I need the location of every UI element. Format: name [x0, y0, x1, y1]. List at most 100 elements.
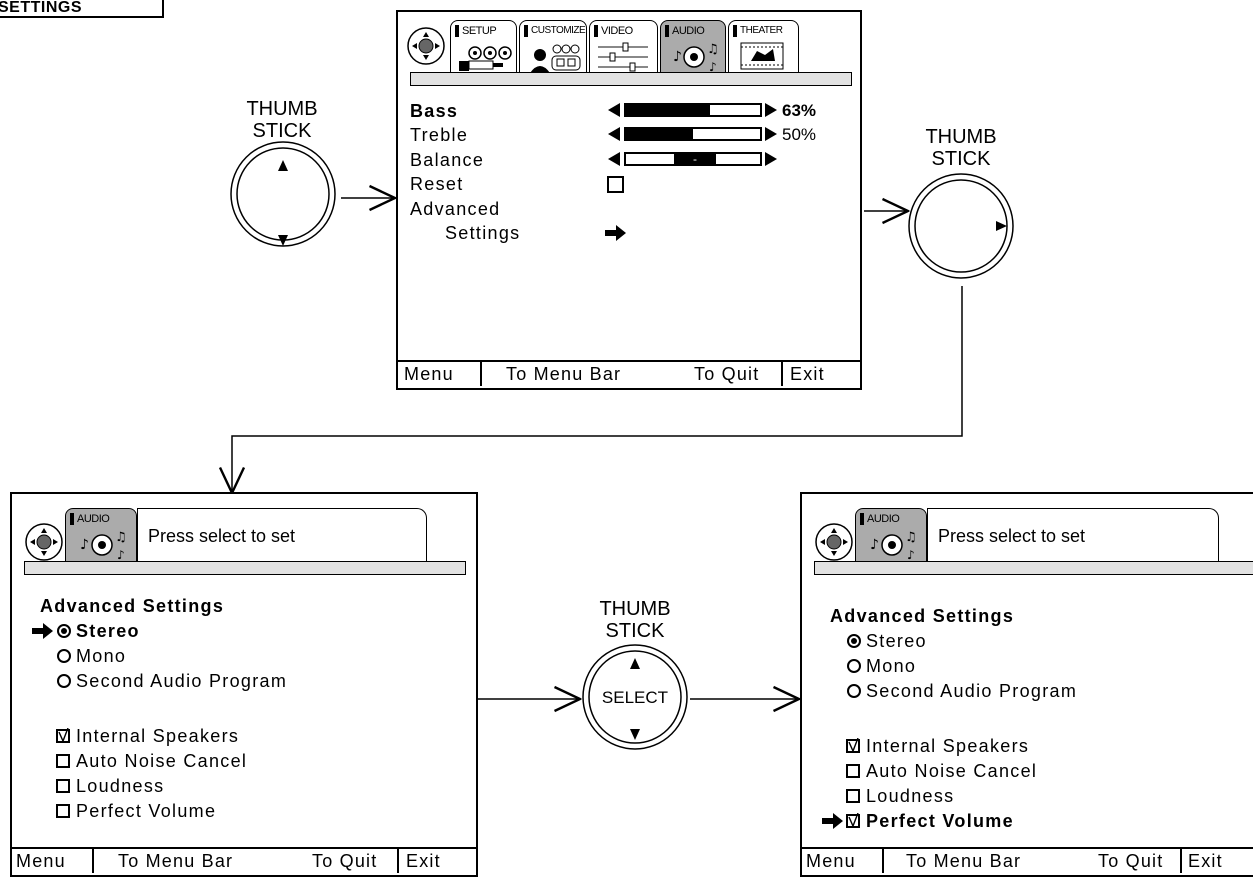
checkbox-label: Perfect Volume	[866, 811, 1014, 831]
balance-marker: -	[674, 153, 716, 165]
bass-slider[interactable]	[624, 103, 762, 117]
radio-option-second-audio-program[interactable]: Second Audio Program	[846, 681, 1077, 701]
audio-menu-screen: SETUP CUSTOMIZE VIDEO AUDIO ♪ ♫	[396, 10, 862, 390]
checkbox-icon	[56, 727, 70, 743]
footer-to-quit[interactable]: To Quit	[694, 364, 760, 384]
tab-customize[interactable]: CUSTOMIZE	[519, 20, 587, 74]
radio-label: Mono	[866, 656, 917, 676]
footer-menu[interactable]: Menu	[16, 851, 66, 871]
svg-text:♫: ♫	[707, 42, 719, 57]
checkbox-option-auto-noise-cancel[interactable]: Auto Noise Cancel	[846, 761, 1037, 781]
settings-label[interactable]: Settings	[445, 223, 521, 243]
bass-label[interactable]: Bass	[410, 101, 459, 121]
balance-slider[interactable]: -	[624, 152, 762, 166]
checkbox-option-perfect-volume[interactable]: Perfect Volume	[56, 801, 216, 821]
footer-divider	[397, 849, 399, 873]
thumb-label-line1: THUMB	[599, 598, 671, 620]
footer-exit[interactable]: Exit	[1188, 851, 1223, 871]
thumbstick-label-1: THUMB STICK	[232, 98, 332, 142]
checkbox-label: Perfect Volume	[76, 801, 217, 821]
audio-disc-icon: ♪ ♫ ♪	[673, 42, 719, 74]
footer-exit[interactable]: Exit	[790, 364, 825, 384]
checkbox-label: Internal Speakers	[866, 736, 1030, 756]
advanced-footer: Menu To Menu Bar To Quit Exit	[802, 847, 1253, 875]
select-label: SELECT	[601, 688, 669, 707]
reset-label[interactable]: Reset	[410, 174, 464, 194]
directional-pad-icon[interactable]	[406, 26, 446, 66]
treble-slider[interactable]	[624, 127, 762, 141]
left-arrow-icon[interactable]	[606, 102, 624, 118]
footer-to-quit[interactable]: To Quit	[1098, 851, 1164, 871]
footer-exit[interactable]: Exit	[406, 851, 441, 871]
left-arrow-icon[interactable]	[606, 126, 624, 142]
advanced-footer: Menu To Menu Bar To Quit Exit	[12, 847, 476, 875]
prompt-box: Press select to set	[137, 508, 427, 562]
checkbox-icon	[846, 737, 860, 753]
footer-divider	[480, 362, 482, 386]
treble-label[interactable]: Treble	[410, 125, 469, 145]
bass-slider-fill	[626, 105, 711, 115]
tab-audio[interactable]: AUDIO ♪ ♫ ♪	[855, 508, 927, 562]
arrow-to-advanced-settings	[232, 286, 963, 493]
tab-video[interactable]: VIDEO	[589, 20, 658, 74]
footer-divider	[882, 849, 884, 873]
checkbox-label: Auto Noise Cancel	[76, 751, 248, 771]
checkbox-option-loudness[interactable]: Loudness	[56, 776, 164, 796]
treble-slider-fill	[626, 129, 693, 139]
footer-to-menu-bar[interactable]: To Menu Bar	[118, 851, 234, 871]
left-arrow-icon[interactable]	[606, 151, 624, 167]
radio-option-stereo[interactable]: Stereo	[56, 621, 140, 641]
svg-text:♪: ♪	[907, 548, 915, 562]
radio-option-mono[interactable]: Mono	[846, 656, 916, 676]
customize-icon	[530, 44, 581, 73]
bass-value: 63%	[782, 101, 817, 120]
tab-audio[interactable]: AUDIO ♪ ♫ ♪	[65, 508, 137, 562]
radio-option-second-audio-program[interactable]: Second Audio Program	[56, 671, 287, 691]
advanced-settings-title: Advanced Settings	[830, 606, 1015, 626]
svg-text:♪: ♪	[80, 537, 89, 553]
tab-theater[interactable]: THEATER	[728, 20, 799, 74]
tab-audio-label: AUDIO	[70, 513, 110, 525]
radio-option-stereo[interactable]: Stereo	[846, 631, 927, 651]
svg-text:♪: ♪	[870, 537, 879, 553]
directional-pad-icon[interactable]	[814, 522, 854, 562]
radio-label: Second Audio Program	[866, 681, 1078, 701]
checkbox-option-loudness[interactable]: Loudness	[846, 786, 954, 806]
tab-theater-label: THEATER	[733, 25, 783, 37]
footer-menu[interactable]: Menu	[806, 851, 856, 871]
svg-text:♪: ♪	[117, 548, 125, 562]
thumbstick-up-down-icon	[230, 141, 336, 247]
checkbox-icon	[56, 754, 70, 768]
checkbox-option-internal-speakers[interactable]: Internal Speakers	[56, 726, 239, 746]
checkbox-option-auto-noise-cancel[interactable]: Auto Noise Cancel	[56, 751, 247, 771]
radio-icon	[57, 624, 71, 638]
checkbox-option-internal-speakers[interactable]: Internal Speakers	[846, 736, 1029, 756]
tab-setup-label: SETUP	[455, 25, 497, 37]
checkbox-icon	[56, 779, 70, 793]
footer-divider	[1180, 849, 1182, 873]
footer-menu[interactable]: Menu	[404, 364, 454, 384]
checkbox-icon	[846, 789, 860, 803]
directional-pad-icon[interactable]	[24, 522, 64, 562]
svg-text:♫: ♫	[905, 530, 917, 545]
tab-setup[interactable]: SETUP	[450, 20, 517, 74]
thumb-label-line1: THUMB	[925, 126, 997, 148]
checkbox-option-perfect-volume[interactable]: Perfect Volume	[846, 811, 1014, 831]
footer-to-menu-bar[interactable]: To Menu Bar	[906, 851, 1022, 871]
checkbox-label: Internal Speakers	[76, 726, 240, 746]
pointer-arrow-icon[interactable]	[605, 224, 627, 242]
audio-disc-icon: ♪ ♫ ♪	[80, 530, 127, 562]
balance-label[interactable]: Balance	[410, 150, 485, 170]
svg-text:♫: ♫	[115, 530, 127, 545]
right-arrow-icon[interactable]	[762, 102, 780, 118]
svg-text:♪: ♪	[673, 49, 682, 65]
radio-option-mono[interactable]: Mono	[56, 646, 126, 666]
advanced-label[interactable]: Advanced	[410, 199, 501, 219]
right-arrow-icon[interactable]	[762, 126, 780, 142]
settings-header-tag: SETTINGS	[0, 0, 164, 18]
footer-to-menu-bar[interactable]: To Menu Bar	[506, 364, 622, 384]
footer-to-quit[interactable]: To Quit	[312, 851, 378, 871]
reset-checkbox[interactable]	[607, 176, 624, 193]
tab-audio[interactable]: AUDIO ♪ ♫ ♪	[660, 20, 726, 74]
right-arrow-icon[interactable]	[762, 151, 780, 167]
